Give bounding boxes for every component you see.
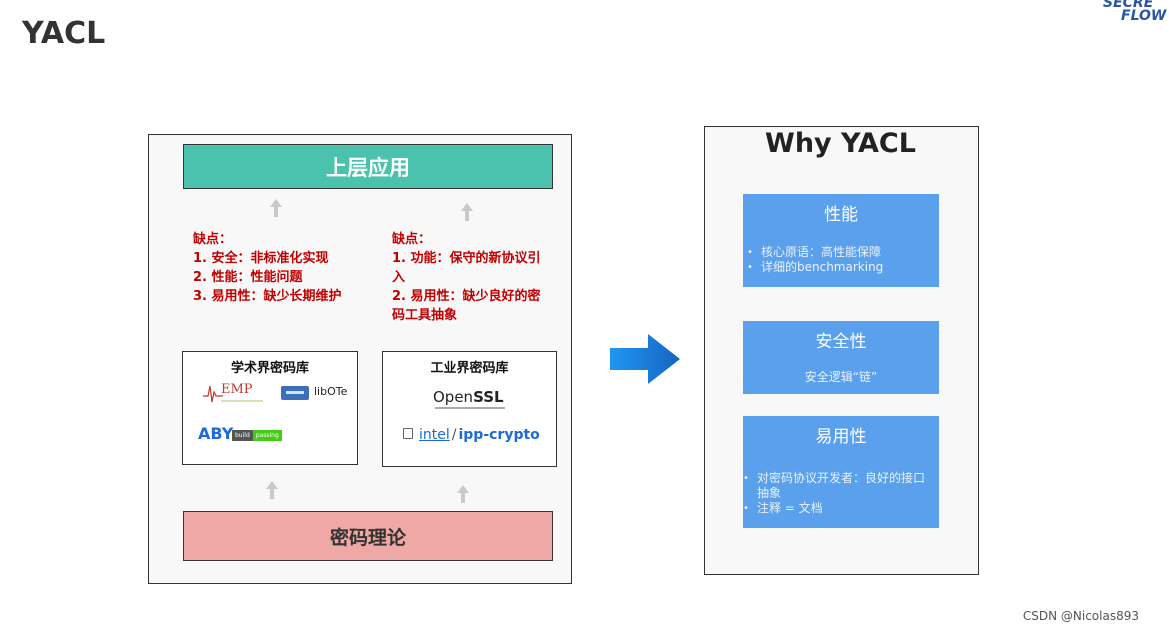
emp-logo: EMP <box>203 382 265 408</box>
emp-tagline-mark <box>221 400 263 402</box>
cons-item: 1. 功能：保守的新协议引入 <box>392 251 541 285</box>
why-yacl-title: Why YACL <box>765 128 916 159</box>
cons-item: 2. 易用性：缺少良好的密码工具抽象 <box>392 289 541 323</box>
secreflow-logo: SECRE FLOW <box>1097 0 1169 36</box>
academic-libraries-box: 学术界密码库 EMP libOTe ABY build passing <box>182 351 358 465</box>
repo-name-link[interactable]: ipp-crypto <box>458 427 540 443</box>
emp-label: EMP <box>221 382 253 397</box>
cons-item: 3. 易用性：缺少长期维护 <box>193 289 342 304</box>
libote-label: libOTe <box>314 385 348 398</box>
feature-list: 对密码协议开发者：良好的接口抽象 注释 = 文档 <box>743 471 939 516</box>
up-arrow-icon <box>457 485 469 503</box>
logo-line-1: SECRE <box>1103 0 1154 11</box>
feature-performance: 性能 核心原语：高性能保障 详细的benchmarking <box>743 194 939 287</box>
up-arrow-icon <box>266 481 278 499</box>
openssl-tagline-mark <box>435 407 505 409</box>
repo-icon <box>403 428 413 439</box>
openssl-label-a: Open <box>433 388 474 406</box>
badge-label: build <box>232 430 253 441</box>
academic-libraries-title: 学术界密码库 <box>230 361 309 376</box>
feature-item: 详细的benchmarking <box>747 260 939 275</box>
up-arrow-icon <box>461 203 473 221</box>
cons-heading: 缺点： <box>193 232 233 247</box>
cons-item: 2. 性能：性能问题 <box>193 270 303 285</box>
libote-logo: libOTe <box>281 384 351 404</box>
openssl-label-b: SSL <box>473 388 504 406</box>
feature-item: 安全逻辑“链” <box>733 370 939 385</box>
feature-title: 易用性 <box>815 427 867 447</box>
industry-libraries-box: 工业界密码库 OpenSSL intel/ipp-crypto <box>382 351 557 467</box>
footer-credit: CSDN @Nicolas893 <box>1022 609 1139 623</box>
feature-title: 性能 <box>824 205 858 225</box>
feature-item: 注释 = 文档 <box>743 501 933 516</box>
openssl-logo: OpenSSL <box>433 388 523 412</box>
slide-title: YACL <box>22 16 106 51</box>
upper-application-box: 上层应用 <box>183 144 553 189</box>
openssl-label: OpenSSL <box>433 388 504 406</box>
aby-logo: ABY build passing <box>198 424 298 446</box>
feature-usability: 易用性 对密码协议开发者：良好的接口抽象 注释 = 文档 <box>743 416 939 528</box>
feature-item: 对密码协议开发者：良好的接口抽象 <box>743 471 933 501</box>
right-arrow-icon <box>610 334 680 384</box>
cons-item: 1. 安全：非标准化实现 <box>193 251 329 266</box>
up-arrow-icon <box>270 199 282 217</box>
feature-list: 核心原语：高性能保障 详细的benchmarking <box>743 245 939 275</box>
cons-industry: 缺点： 1. 功能：保守的新协议引入 2. 易用性：缺少良好的密码工具抽象 <box>392 230 542 325</box>
industry-libraries-title: 工业界密码库 <box>430 361 509 376</box>
logo-line-2: FLOW <box>1121 8 1167 24</box>
repo-owner-link[interactable]: intel <box>419 427 450 443</box>
ipp-crypto-repo[interactable]: intel/ipp-crypto <box>403 427 553 447</box>
repo-separator: / <box>451 427 457 443</box>
cryptography-theory-box: 密码理论 <box>183 511 553 561</box>
badge-status: passing <box>252 430 282 441</box>
emp-waveform-icon <box>203 385 223 403</box>
feature-title: 安全性 <box>815 332 867 352</box>
cons-heading: 缺点： <box>392 232 432 247</box>
libote-icon <box>281 386 309 400</box>
cons-academic: 缺点： 1. 安全：非标准化实现 2. 性能：性能问题 3. 易用性：缺少长期维… <box>193 230 343 306</box>
aby-label: ABY <box>198 424 234 443</box>
feature-list: 安全逻辑“链” <box>733 370 939 385</box>
build-status-badge: build passing <box>232 430 282 441</box>
feature-security: 安全性 安全逻辑“链” <box>733 321 939 394</box>
feature-item: 核心原语：高性能保障 <box>747 245 939 260</box>
